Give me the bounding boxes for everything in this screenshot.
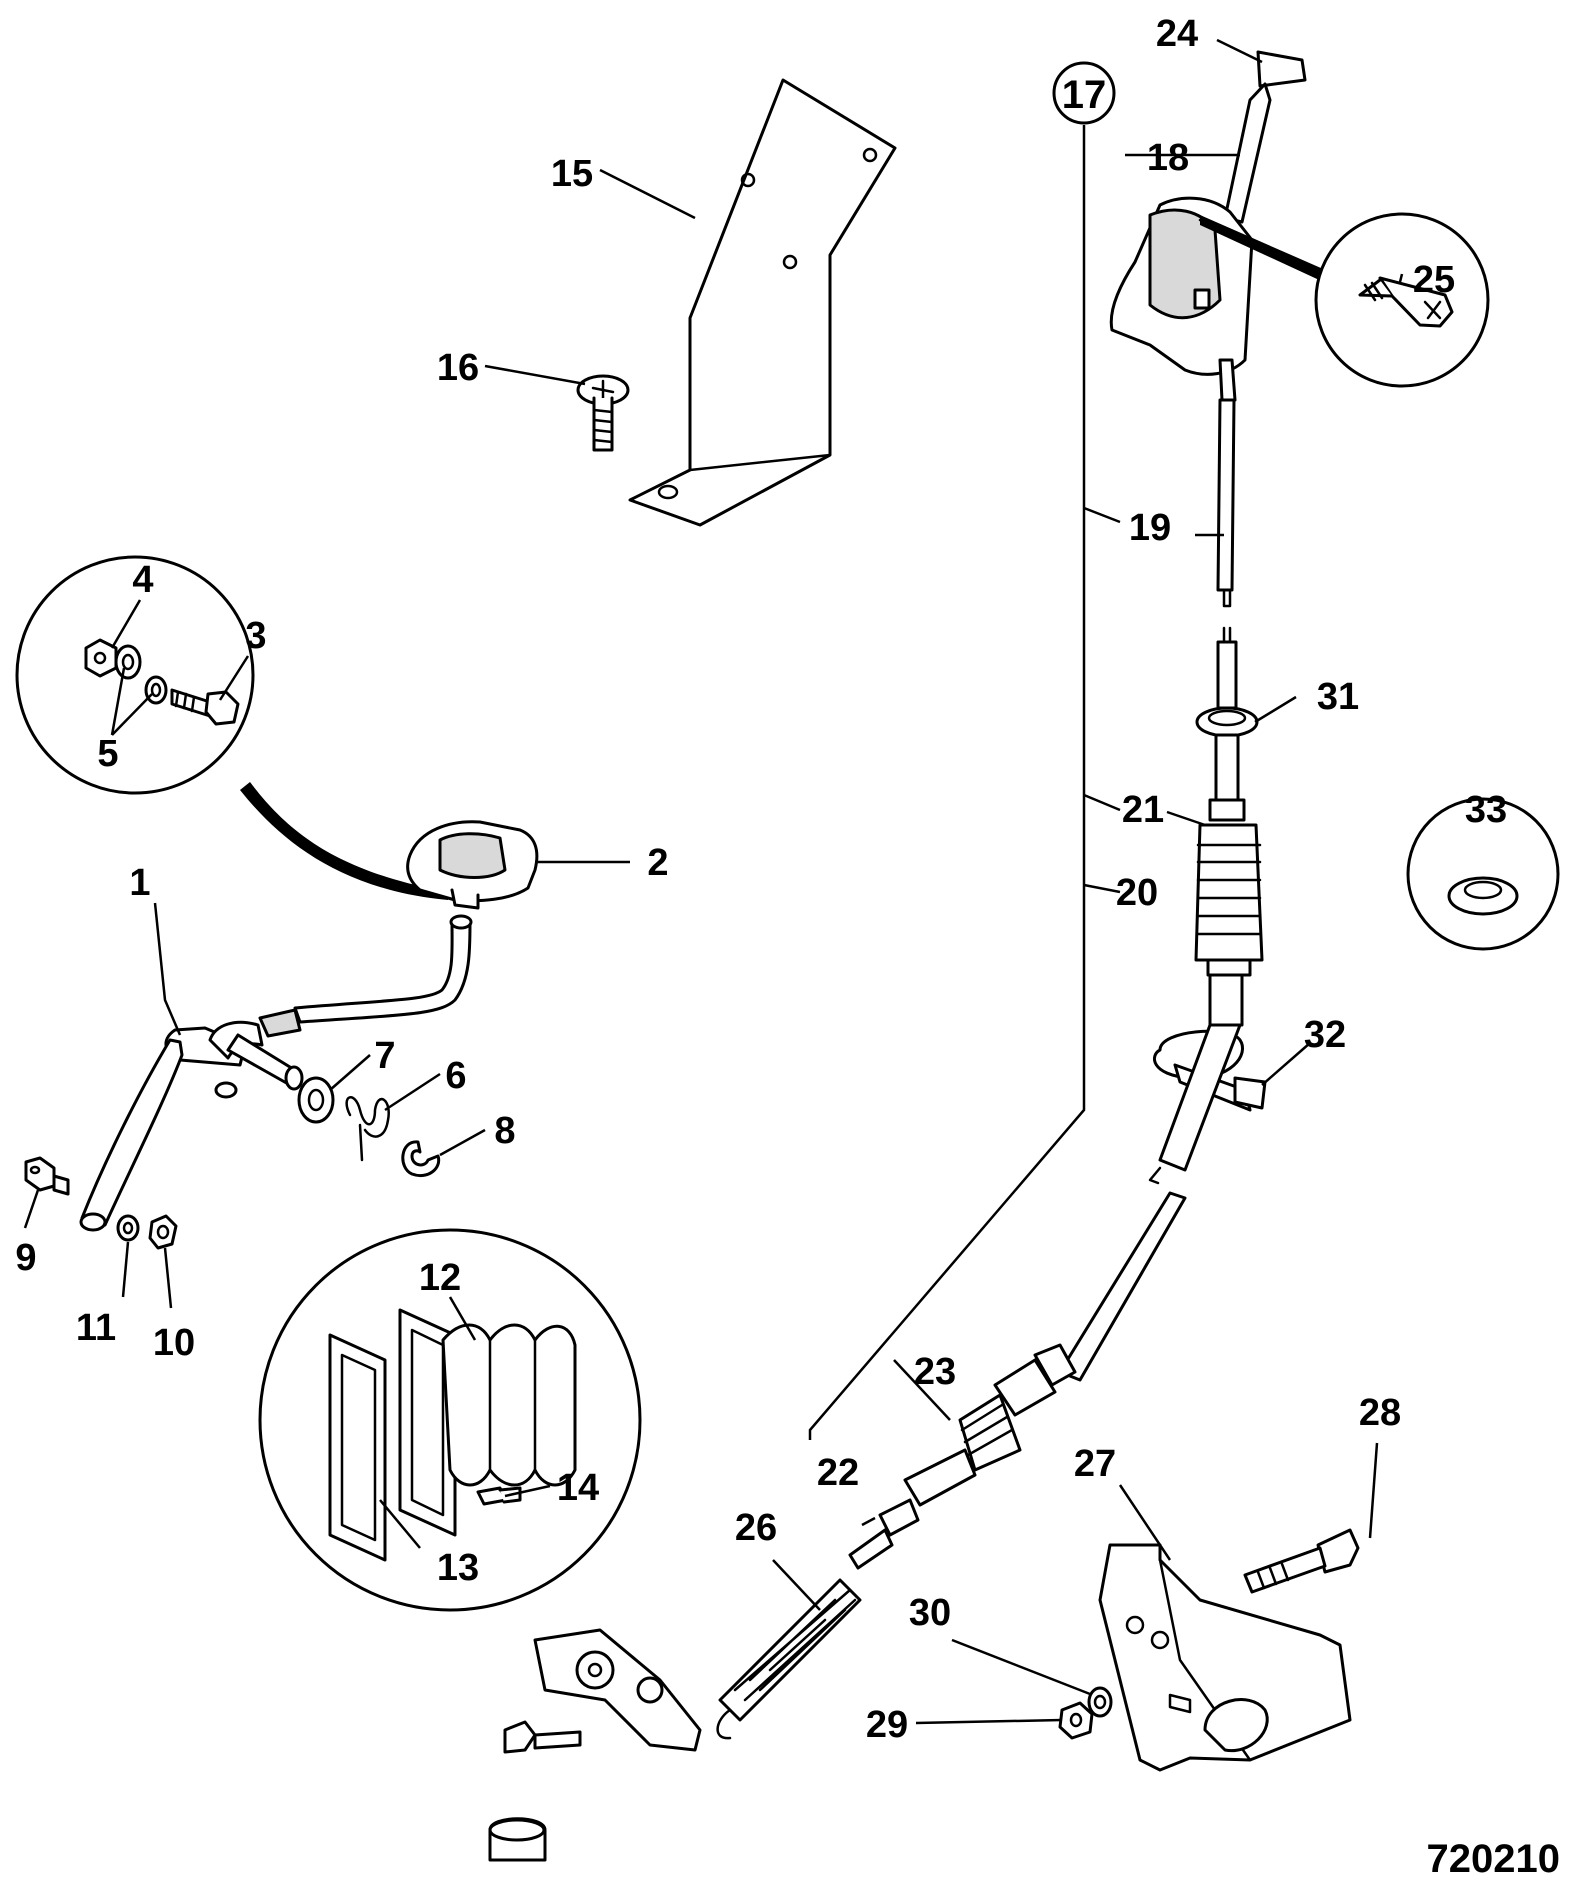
- callout-31: 31: [1317, 676, 1359, 718]
- callout-4: 4: [132, 559, 153, 601]
- lever-18: [1109, 50, 1332, 376]
- clip-8: [401, 1140, 441, 1177]
- callout-18: 18: [1147, 137, 1189, 179]
- pedal-lever-1: [79, 914, 473, 1232]
- callout-labels: 1 2 3 4 5 6 7 8 9 10 11 12 13 14 15 16 1…: [15, 13, 1560, 1881]
- callout-15: 15: [551, 153, 593, 195]
- callout-12: 12: [419, 1257, 461, 1299]
- callout-28: 28: [1359, 1392, 1401, 1434]
- cable-end-23: [848, 1343, 1077, 1570]
- bracket-15: [628, 78, 897, 527]
- washer-7: [297, 1076, 335, 1124]
- callout-26: 26: [735, 1507, 777, 1549]
- fitting-9: [24, 1156, 70, 1196]
- callout-10: 10: [153, 1322, 195, 1364]
- callout-23: 23: [914, 1351, 956, 1393]
- callout-8: 8: [494, 1110, 515, 1152]
- detail-circle-grommet-33: [1406, 797, 1560, 951]
- pedal-pad-2: [406, 820, 539, 910]
- callout-13: 13: [437, 1547, 479, 1589]
- callout-29: 29: [866, 1704, 908, 1746]
- cable-19: [1216, 358, 1237, 644]
- screw-16: [576, 374, 630, 452]
- bracket-27: [1098, 1543, 1352, 1772]
- callout-2: 2: [647, 842, 668, 884]
- callout-5: 5: [97, 733, 118, 775]
- detail-circle-screw-25: [1314, 212, 1490, 388]
- cable-lower: [1058, 1023, 1242, 1382]
- callout-24: 24: [1156, 13, 1198, 55]
- nut-10: [148, 1214, 178, 1250]
- bolt-28: [1243, 1528, 1360, 1594]
- seal-31: [1195, 640, 1259, 802]
- nut-29: [1058, 1701, 1094, 1740]
- washer-11: [116, 1214, 140, 1242]
- callout-11: 11: [76, 1307, 116, 1349]
- callout-19: 19: [1129, 507, 1171, 549]
- spring-6: [345, 1096, 390, 1162]
- spring-26: [716, 1578, 862, 1740]
- callout-25: 25: [1413, 259, 1455, 301]
- callout-22: 22: [817, 1452, 859, 1494]
- callout-16: 16: [437, 347, 479, 389]
- callout-20: 20: [1116, 872, 1158, 914]
- callout-1: 1: [129, 862, 150, 904]
- detail-circle-fasteners: [15, 555, 448, 900]
- drawing-number: 720210: [1427, 1837, 1560, 1881]
- callout-3: 3: [245, 615, 266, 657]
- washer-30: [1087, 1686, 1113, 1718]
- callout-30: 30: [909, 1592, 951, 1634]
- group-ref-circle-17: [1052, 61, 1116, 125]
- group-bracket-17: [808, 125, 1086, 1440]
- callout-17: 17: [1062, 73, 1107, 117]
- throttle-assembly: [488, 1628, 702, 1862]
- detail-circle-gaiter: [258, 1228, 642, 1612]
- callout-33: 33: [1465, 789, 1507, 831]
- callout-27: 27: [1074, 1443, 1116, 1485]
- leader-lines: [23, 38, 1404, 1725]
- callout-21: 21: [1122, 789, 1164, 831]
- callout-14: 14: [557, 1467, 599, 1509]
- boot-20: [1194, 798, 1264, 1027]
- callout-7: 7: [374, 1035, 395, 1077]
- callout-32: 32: [1304, 1014, 1346, 1056]
- callout-9: 9: [15, 1237, 36, 1279]
- callout-6: 6: [445, 1055, 466, 1097]
